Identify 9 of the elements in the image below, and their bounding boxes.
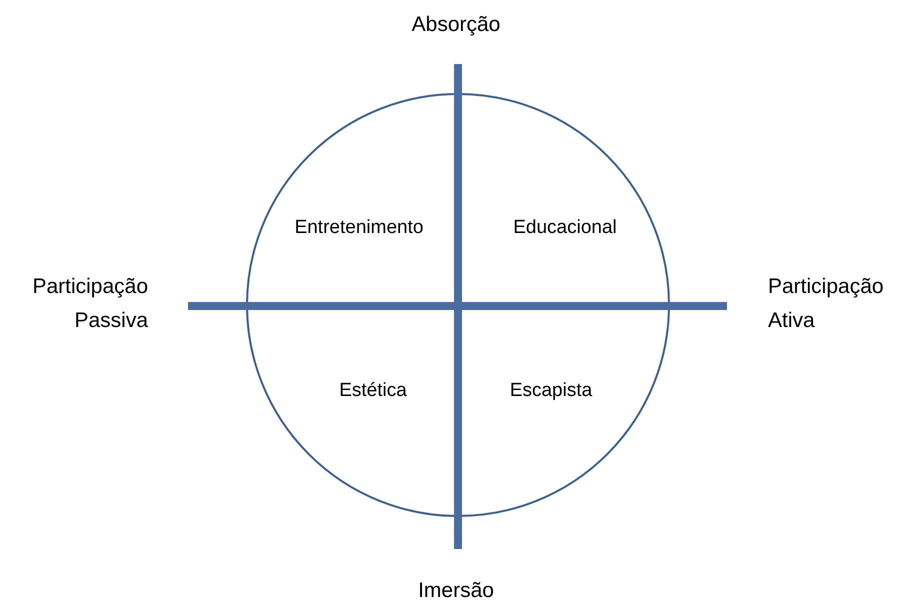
quadrant-circle <box>246 93 670 517</box>
axis-label: Imersão <box>417 578 495 604</box>
quadrant-label: Escapista <box>510 380 592 402</box>
axis-label: Participação Passiva <box>31 274 148 334</box>
quadrant-label: Estética <box>339 380 407 402</box>
axis-label: Absorção <box>410 12 502 38</box>
axis-label: Participação Ativa <box>768 274 885 334</box>
quadrant-label: Entretenimento <box>294 217 424 239</box>
quadrant-label: Educacional <box>513 217 617 239</box>
